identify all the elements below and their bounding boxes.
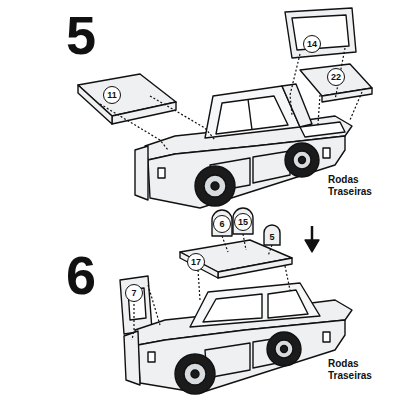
callout-number-text: 17 bbox=[191, 258, 201, 267]
callout-number-text: 6 bbox=[219, 220, 224, 229]
wheel-note: Rodas Traseiras bbox=[328, 358, 372, 381]
callout-number-text: 22 bbox=[331, 73, 341, 82]
arch-shape bbox=[264, 225, 280, 245]
callout-number: 7 bbox=[125, 284, 143, 302]
step-number: 6 bbox=[66, 248, 96, 302]
callout-number: 11 bbox=[103, 86, 121, 104]
part-number-tab: 5 bbox=[263, 224, 281, 246]
callout-number: 17 bbox=[187, 253, 205, 271]
callout-number-text: 11 bbox=[107, 91, 117, 100]
callout-number: 15 bbox=[234, 213, 252, 231]
callout-number: 14 bbox=[303, 35, 321, 53]
callout-number: 6 bbox=[213, 215, 231, 233]
callout-number: 22 bbox=[327, 68, 345, 86]
step-number: 5 bbox=[66, 8, 96, 62]
callout-number-text: 7 bbox=[131, 289, 136, 298]
callout-number-text: 5 bbox=[269, 233, 274, 242]
wheel-note: Rodas Traseiras bbox=[328, 174, 372, 197]
callout-number-text: 14 bbox=[307, 40, 317, 49]
callout-number-text: 15 bbox=[238, 218, 248, 227]
